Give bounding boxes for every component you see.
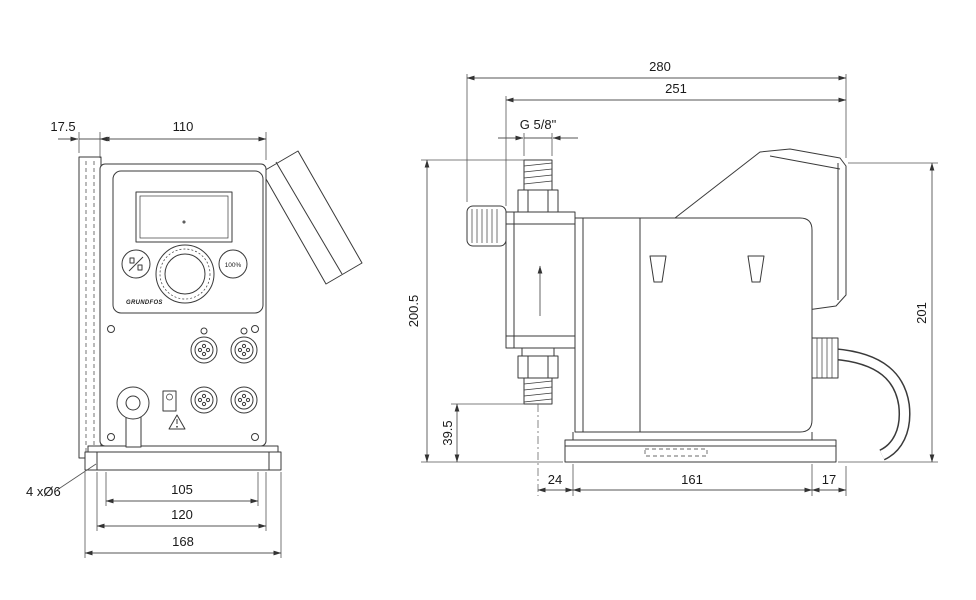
relay-socket (162, 390, 177, 412)
dim-39-5: 39.5 (440, 403, 524, 463)
dim-200-5: 200.5 (406, 159, 563, 463)
screw-icon (240, 327, 248, 335)
screw-icon (200, 327, 208, 335)
cable-gland-side (811, 337, 839, 379)
m12-connector[interactable] (230, 336, 258, 364)
dim-bottom-chain: 24 161 17 (537, 404, 847, 496)
dim-39-5-label: 39.5 (440, 420, 455, 445)
warning-icon (168, 414, 186, 430)
front-view: 100% GRUNDFOS (26, 119, 363, 558)
m12-connector[interactable] (230, 386, 258, 414)
dim-105: 105 (105, 472, 259, 506)
dim-17-label: 17 (822, 472, 836, 487)
dim-thread: G 5/8" (498, 117, 578, 156)
dim-120-label: 120 (171, 507, 193, 522)
discharge-valve (517, 159, 559, 213)
connection-panel (107, 325, 259, 448)
fluid-end-rear (261, 150, 363, 285)
hundred-percent-label: 100% (225, 262, 242, 269)
clamp-latch (747, 255, 765, 283)
m12-connector[interactable] (190, 336, 218, 364)
control-panel: 100% GRUNDFOS (112, 170, 264, 314)
screw-icon (107, 433, 115, 441)
dim-280-label: 280 (649, 59, 671, 74)
dim-201-label: 201 (914, 302, 929, 324)
start-stop-button[interactable] (121, 249, 151, 279)
dim-201: 201 (838, 162, 938, 463)
start-stop-icon (128, 256, 144, 272)
dim-120: 120 (96, 472, 267, 531)
brand-logo: GRUNDFOS (126, 300, 163, 306)
base-plate-side (564, 432, 837, 463)
dim-17-5-label: 17.5 (50, 119, 75, 134)
dim-251: 251 (505, 81, 847, 206)
dim-110-label: 110 (173, 119, 194, 134)
click-wheel-knob[interactable] (155, 244, 215, 304)
dim-105-label: 105 (171, 482, 193, 497)
mounting-holes-label: 4 xØ6 (26, 484, 61, 499)
screw-icon (251, 325, 259, 333)
dim-110: 110 (99, 119, 267, 160)
thread-size-label: G 5/8" (520, 117, 557, 132)
priming-knob[interactable] (466, 205, 507, 247)
base-plate-front (84, 445, 282, 471)
m12-connector[interactable] (190, 386, 218, 414)
dim-280: 280 (466, 59, 847, 202)
display (135, 191, 233, 243)
dim-251-label: 251 (665, 81, 687, 96)
motor-housing (574, 217, 813, 433)
dim-17-5: 17.5 (50, 119, 122, 158)
dosing-head (505, 211, 576, 349)
hundred-percent-button[interactable]: 100% (218, 249, 248, 279)
power-cable (833, 348, 911, 461)
dim-161-label: 161 (681, 472, 703, 487)
dim-168-label: 168 (172, 534, 194, 549)
mounting-plate (78, 156, 102, 459)
screw-icon (251, 433, 259, 441)
clamp-latch (649, 255, 667, 283)
screw-icon (107, 325, 115, 333)
dim-200-5-label: 200.5 (406, 295, 421, 328)
dim-168: 168 (84, 472, 282, 558)
dim-24-label: 24 (548, 472, 562, 487)
side-view: 280 251 G 5/8" 200.5 39.5 (406, 59, 938, 496)
mounting-holes-callout: 4 xØ6 (26, 463, 97, 499)
suction-valve (517, 347, 559, 405)
cable-gland-front (116, 386, 150, 448)
